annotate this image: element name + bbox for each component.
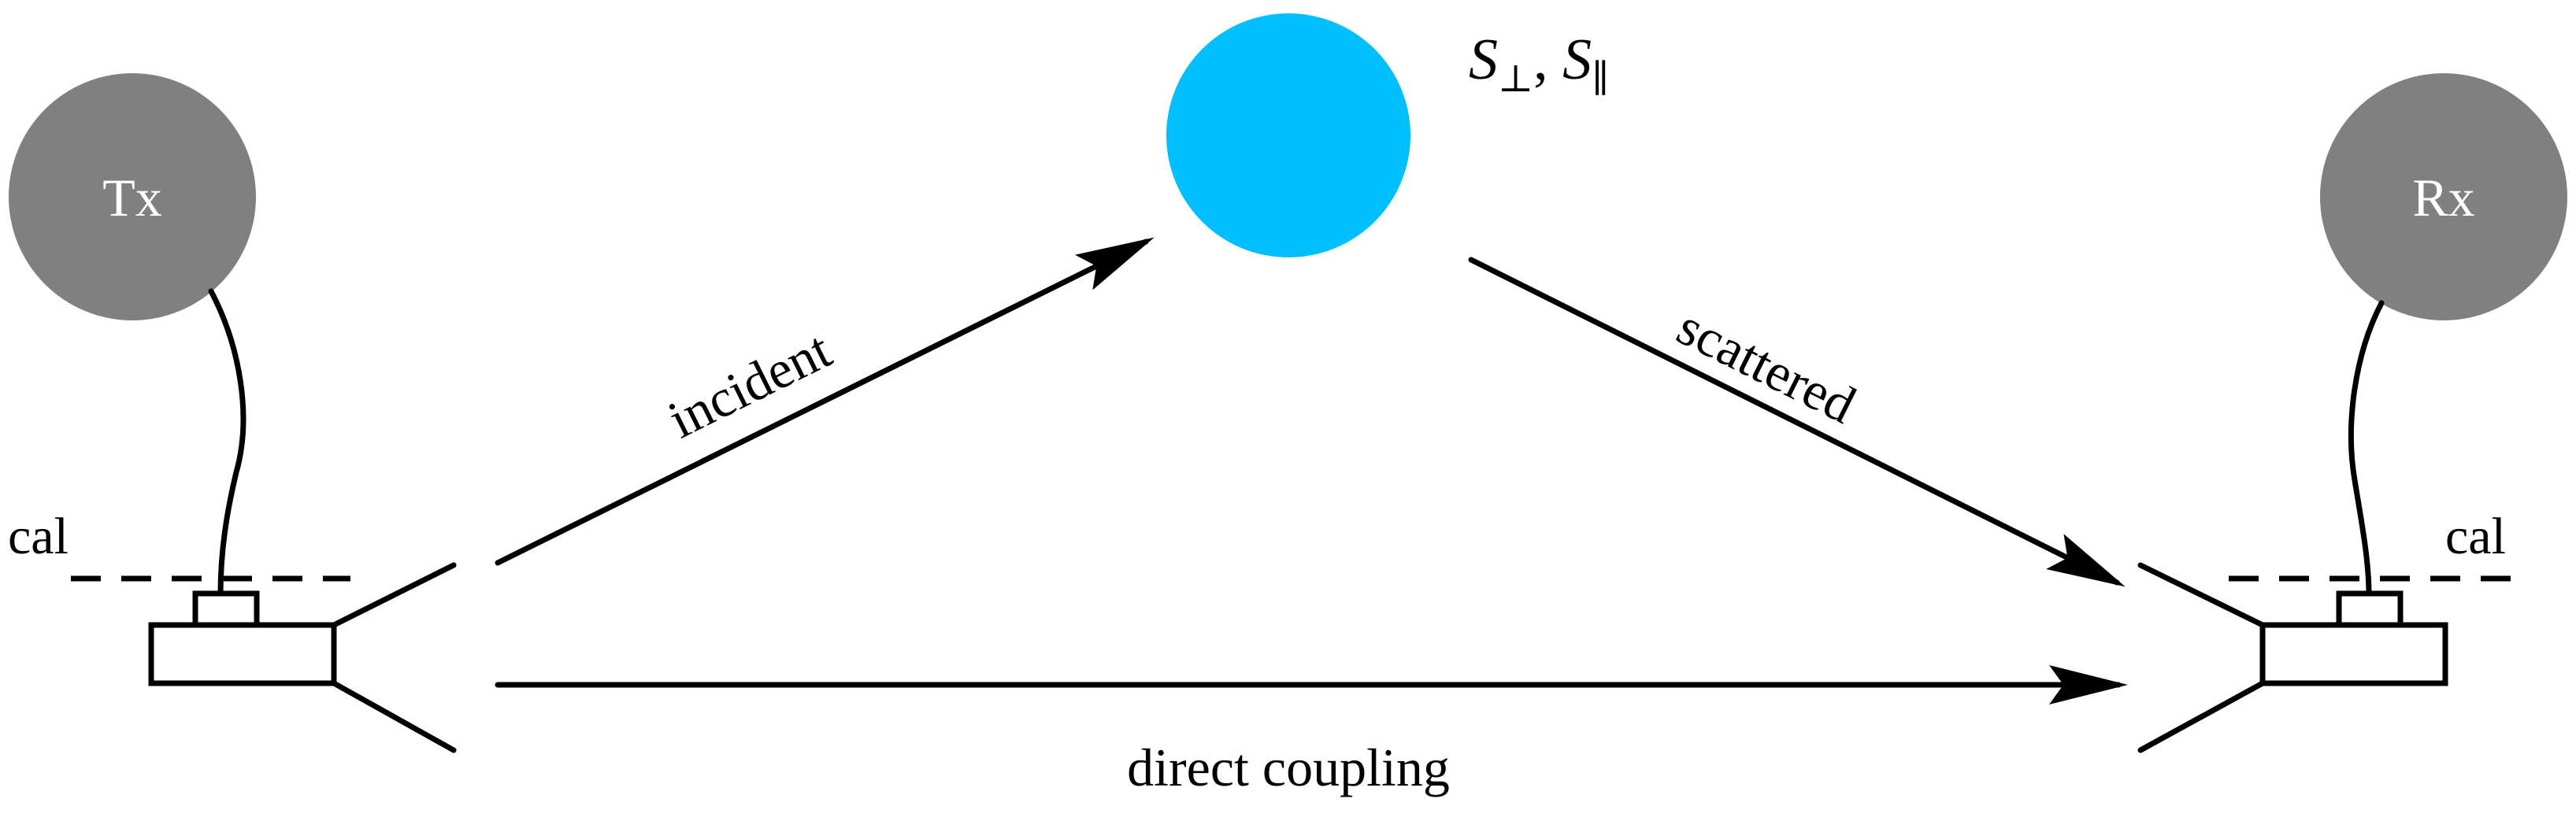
transmitter-cable — [208, 288, 246, 597]
transmitter-label: Tx — [102, 168, 162, 227]
scattering-separator: , — [1533, 28, 1562, 92]
scattering-symbol-perp: S — [1469, 28, 1498, 92]
receiver-cable — [2348, 300, 2385, 597]
scatterer: S⊥, S∥ — [1166, 13, 1609, 257]
scattered-path-arrow — [1468, 257, 2126, 587]
scattering-coefficient-label: S⊥, S∥ — [1469, 28, 1609, 100]
receiver-label: Rx — [2412, 168, 2474, 227]
receiver-cal-label: cal — [2445, 508, 2506, 565]
propagation-paths: incident scattered direct coupling — [495, 237, 2128, 797]
direct-coupling-label: direct coupling — [1127, 738, 1450, 797]
scattering-symbol-par: S — [1562, 28, 1592, 92]
transmitter-connector — [192, 590, 260, 628]
scattering-subscript-par: ∥ — [1592, 58, 1609, 100]
scattered-path-label: scattered — [1668, 296, 1865, 435]
receiver-horn-upper — [2137, 562, 2266, 628]
receiver: Rx cal — [2137, 73, 2567, 753]
transmitter-cal-label: cal — [8, 508, 69, 565]
transmitter-antenna-body — [148, 622, 337, 686]
scatterer-node — [1166, 13, 1410, 257]
transmitter-horn-upper — [331, 562, 457, 628]
transmitter-node — [9, 73, 256, 320]
receiver-horn-lower — [2137, 680, 2266, 753]
transmitter-horn-lower — [331, 680, 457, 753]
receiver-antenna-body — [2259, 622, 2448, 686]
scattering-subscript-perp: ⊥ — [1498, 58, 1533, 100]
receiver-connector — [2336, 590, 2404, 628]
receiver-node — [2320, 73, 2567, 320]
transmitter: Tx cal — [8, 73, 457, 753]
incident-path-label: incident — [659, 320, 840, 450]
incident-path-arrow — [495, 237, 1155, 566]
